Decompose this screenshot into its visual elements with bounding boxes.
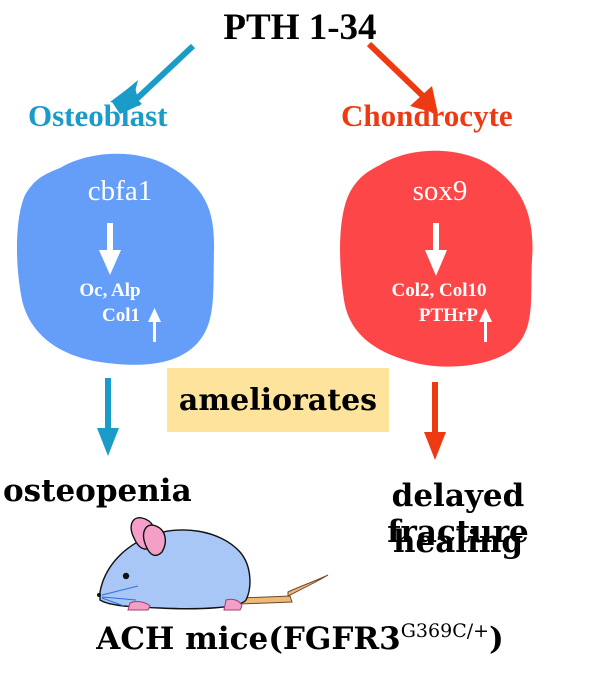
arrow-osteoblast-to-osteopenia <box>97 378 119 456</box>
osteoblast-targets-line1: Oc, Alp <box>79 280 141 301</box>
mouse-model-caption: ACH mice(FGFR3G369C/+) <box>0 620 600 657</box>
osteoblast-factor: cbfa1 <box>87 175 153 207</box>
osteoblast-label: Osteoblast <box>28 98 168 133</box>
caption-genotype: G369C/+ <box>400 620 490 642</box>
arrow-chondrocyte-to-healing <box>424 382 446 460</box>
osteoblast-upregulation-arrow <box>148 308 161 342</box>
chondrocyte-upregulation-arrow <box>479 308 492 342</box>
chondrocyte-label: Chondrocyte <box>341 98 513 133</box>
chondrocyte-internal-arrow <box>425 223 447 276</box>
healing-outcome-line1: delayed fracture <box>387 478 529 550</box>
osteopenia-outcome: osteopenia <box>3 473 192 509</box>
diagram-title: PTH 1-34 <box>223 7 377 48</box>
arrow-pth-to-osteoblast <box>110 43 196 114</box>
chondrocyte-targets-line1: Col2, Col10 <box>391 280 487 301</box>
healing-outcome-line2: healing <box>392 524 524 560</box>
chondrocyte-factor: sox9 <box>412 175 468 207</box>
mouse-icon <box>97 517 329 611</box>
caption-main: ACH mice(FGFR3 <box>96 621 401 657</box>
caption-close: ) <box>489 621 504 657</box>
osteoblast-targets-line2: Col1 <box>102 305 140 326</box>
chondrocyte-targets-line2: PTHrP <box>418 305 478 326</box>
arrow-pth-to-chondrocyte <box>366 41 438 114</box>
ameliorates-label: ameliorates <box>178 382 378 418</box>
osteoblast-internal-arrow <box>99 223 121 275</box>
ameliorates-box: ameliorates <box>167 368 389 432</box>
